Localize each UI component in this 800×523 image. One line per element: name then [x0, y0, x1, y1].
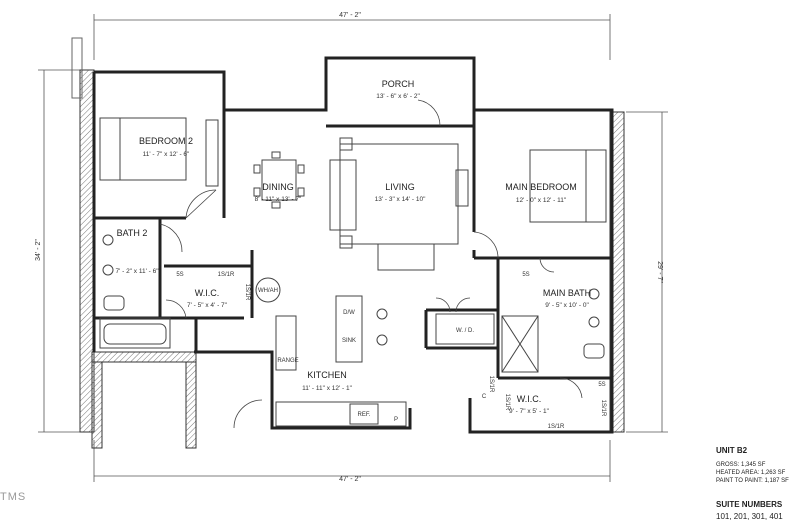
wd-label: W. / D. — [456, 328, 474, 334]
bath2-size: 7' - 2" x 11' - 6" — [115, 268, 159, 275]
bed-2 — [99, 117, 187, 181]
living-size: 13' - 3" x 14' - 10" — [375, 196, 427, 203]
living-label: LIVING — [385, 182, 415, 192]
suite-numbers-label: SUITE NUMBERS — [716, 500, 783, 509]
loveseat — [377, 243, 435, 271]
kitchen-label: KITCHEN — [307, 370, 347, 380]
wic1-size: 7' - 5" x 4' - 7" — [187, 302, 228, 309]
pantry-label: P — [394, 417, 398, 423]
washer-dryer — [435, 313, 495, 345]
door-swings — [159, 99, 583, 429]
wic2-shelf-5s: 5S — [598, 382, 605, 388]
wic2-right-shelf: 1S/1R — [600, 400, 606, 417]
wic1-label: W.I.C. — [195, 288, 220, 298]
bedroom2-size: 11' - 7" x 12' - 6" — [143, 151, 190, 158]
counter-left — [275, 315, 297, 371]
closet-shelf: 1S/1R — [488, 376, 494, 393]
paint-area: PAINT TO PAINT: 1,187 SF — [716, 478, 789, 484]
suite-numbers-value: 101, 201, 301, 401 — [716, 512, 783, 521]
tub — [99, 317, 171, 349]
dw-label: D/W — [343, 310, 355, 316]
porch-label: PORCH — [382, 79, 415, 89]
main-bath-size: 9' - 5" x 10' - 0" — [545, 302, 589, 309]
porch-size: 13' - 6" x 6' - 2" — [376, 93, 420, 100]
closet-label: C — [482, 394, 487, 400]
tv-console — [455, 169, 469, 207]
wic1-side-shelf: 1S/1R — [244, 284, 250, 301]
unit-title: UNIT B2 — [716, 446, 748, 455]
wic2-label: W.I.C. — [517, 394, 542, 404]
gross-area: GROSS: 1,345 SF — [716, 462, 766, 468]
sink-label: SINK — [342, 338, 356, 344]
heated-area: HEATED AREA: 1,263 SF — [716, 470, 786, 476]
bottom-dimension: 47' - 2" — [339, 476, 361, 483]
wic1-shelf-1s1r: 1S/1R — [218, 272, 235, 278]
wic2-size: 9' - 7" x 5' - 1" — [509, 408, 550, 415]
dining-label: DINING — [262, 182, 294, 192]
dining-size: 8' - 11" x 13' - 7" — [255, 196, 302, 203]
furniture — [99, 117, 607, 427]
whah-label: WH/AH — [258, 288, 278, 294]
dimension-lines — [38, 14, 668, 482]
living-rug — [339, 143, 459, 245]
logo-text: TMS — [0, 491, 27, 503]
bath2-label: BATH 2 — [117, 228, 148, 238]
shower — [501, 315, 539, 373]
ref-label: REF. — [357, 412, 370, 418]
wic2-side-shelf: 1S/1R — [504, 394, 510, 411]
bath2-sink — [102, 234, 114, 246]
exterior-wall-hatching — [71, 37, 625, 449]
fridge — [349, 403, 379, 425]
left-dimension: 34' - 2" — [35, 239, 42, 261]
counter-bottom — [275, 401, 407, 427]
wic1-shelf-5s: 5S — [176, 272, 183, 278]
top-dimension: 47' - 2" — [339, 12, 361, 19]
main-bath-label: MAIN BATH — [543, 288, 591, 298]
island — [335, 295, 363, 363]
water-heater — [255, 277, 281, 303]
range-label: RANGE — [277, 358, 298, 364]
kitchen-size: 11' - 11" x 12' - 1" — [302, 385, 353, 392]
sofa — [329, 159, 357, 231]
right-dimension: 29' - 7" — [656, 261, 663, 283]
walls — [92, 56, 614, 434]
stool — [376, 308, 388, 320]
main-bedroom-size: 12' - 0" x 12' - 11" — [516, 197, 567, 204]
main-bath-5s: 5S — [522, 272, 529, 278]
dining-table — [261, 159, 297, 201]
wic2-bottom-shelf: 1S/1R — [548, 424, 565, 430]
bedroom2-label: BEDROOM 2 — [139, 136, 193, 146]
toilet-2 — [103, 295, 125, 311]
main-bedroom-label: MAIN BEDROOM — [505, 182, 577, 192]
